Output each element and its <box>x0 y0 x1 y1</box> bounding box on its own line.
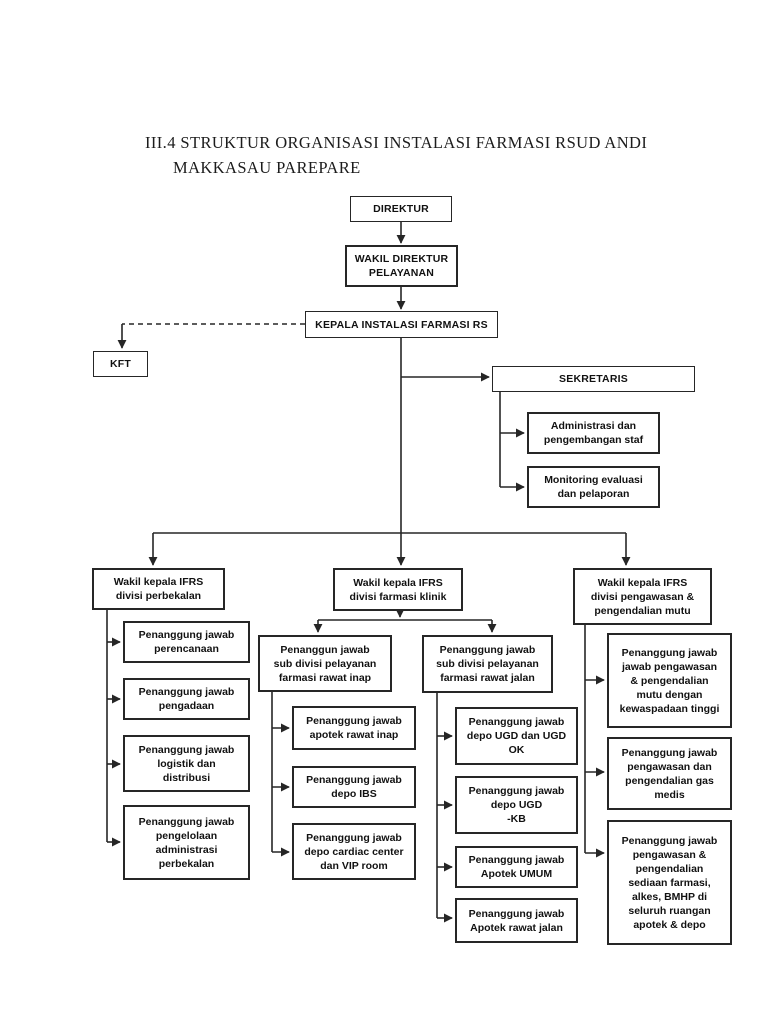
node-div-pengawasan: Wakil kepala IFRS divisi pengawasan & pe… <box>573 568 712 625</box>
node-wakil-direktur: WAKIL DIREKTUR PELAYANAN <box>345 245 458 287</box>
node-pengadaan: Penanggung jawab pengadaan <box>123 678 250 720</box>
node-sekretaris: SEKRETARIS <box>492 366 695 392</box>
node-sub-rawat-inap: Penanggun jawab sub divisi pelayanan far… <box>258 635 392 692</box>
node-administrasi: Administrasi dan pengembangan staf <box>527 412 660 454</box>
node-depo-cardiac: Penanggung jawab depo cardiac center dan… <box>292 823 416 880</box>
node-kft: KFT <box>93 351 148 377</box>
node-monitoring: Monitoring evaluasi dan pelaporan <box>527 466 660 508</box>
node-sub-rawat-jalan: Penanggung jawab sub divisi pelayanan fa… <box>422 635 553 693</box>
node-gas-medis: Penanggung jawab pengawasan dan pengenda… <box>607 737 732 810</box>
node-apotek-rawat-inap: Penanggung jawab apotek rawat inap <box>292 706 416 750</box>
node-div-farmasi-klinik: Wakil kepala IFRS divisi farmasi klinik <box>333 568 463 611</box>
connector-lines <box>106 222 631 923</box>
node-apotek-umum: Penanggung jawab Apotek UMUM <box>455 846 578 888</box>
node-depo-ugd-kb: Penanggung jawab depo UGD -KB <box>455 776 578 834</box>
node-pengelolaan: Penanggung jawab pengelolaan administras… <box>123 805 250 880</box>
node-apotek-rawat-jalan: Penanggung jawab Apotek rawat jalan <box>455 898 578 943</box>
page-title-line2: MAKKASAU PAREPARE <box>173 158 361 177</box>
node-pengawasan-mutu: Penanggung jawab jawab pengawasan & peng… <box>607 633 732 728</box>
node-depo-ibs: Penanggung jawab depo IBS <box>292 766 416 808</box>
node-direktur: DIREKTUR <box>350 196 452 222</box>
node-div-perbekalan: Wakil kepala IFRS divisi perbekalan <box>92 568 225 610</box>
page-title-line1: III.4 STRUKTUR ORGANISASI INSTALASI FARM… <box>145 133 648 152</box>
node-kepala-instalasi: KEPALA INSTALASI FARMASI RS <box>305 311 498 338</box>
node-depo-ugd-ok: Penanggung jawab depo UGD dan UGD OK <box>455 707 578 765</box>
node-perencanaan: Penanggung jawab perencanaan <box>123 621 250 663</box>
page-title: III.4 STRUKTUR ORGANISASI INSTALASI FARM… <box>145 130 647 180</box>
node-sediaan-farmasi: Penanggung jawab pengawasan & pengendali… <box>607 820 732 945</box>
node-logistik: Penanggung jawab logistik dan distribusi <box>123 735 250 792</box>
